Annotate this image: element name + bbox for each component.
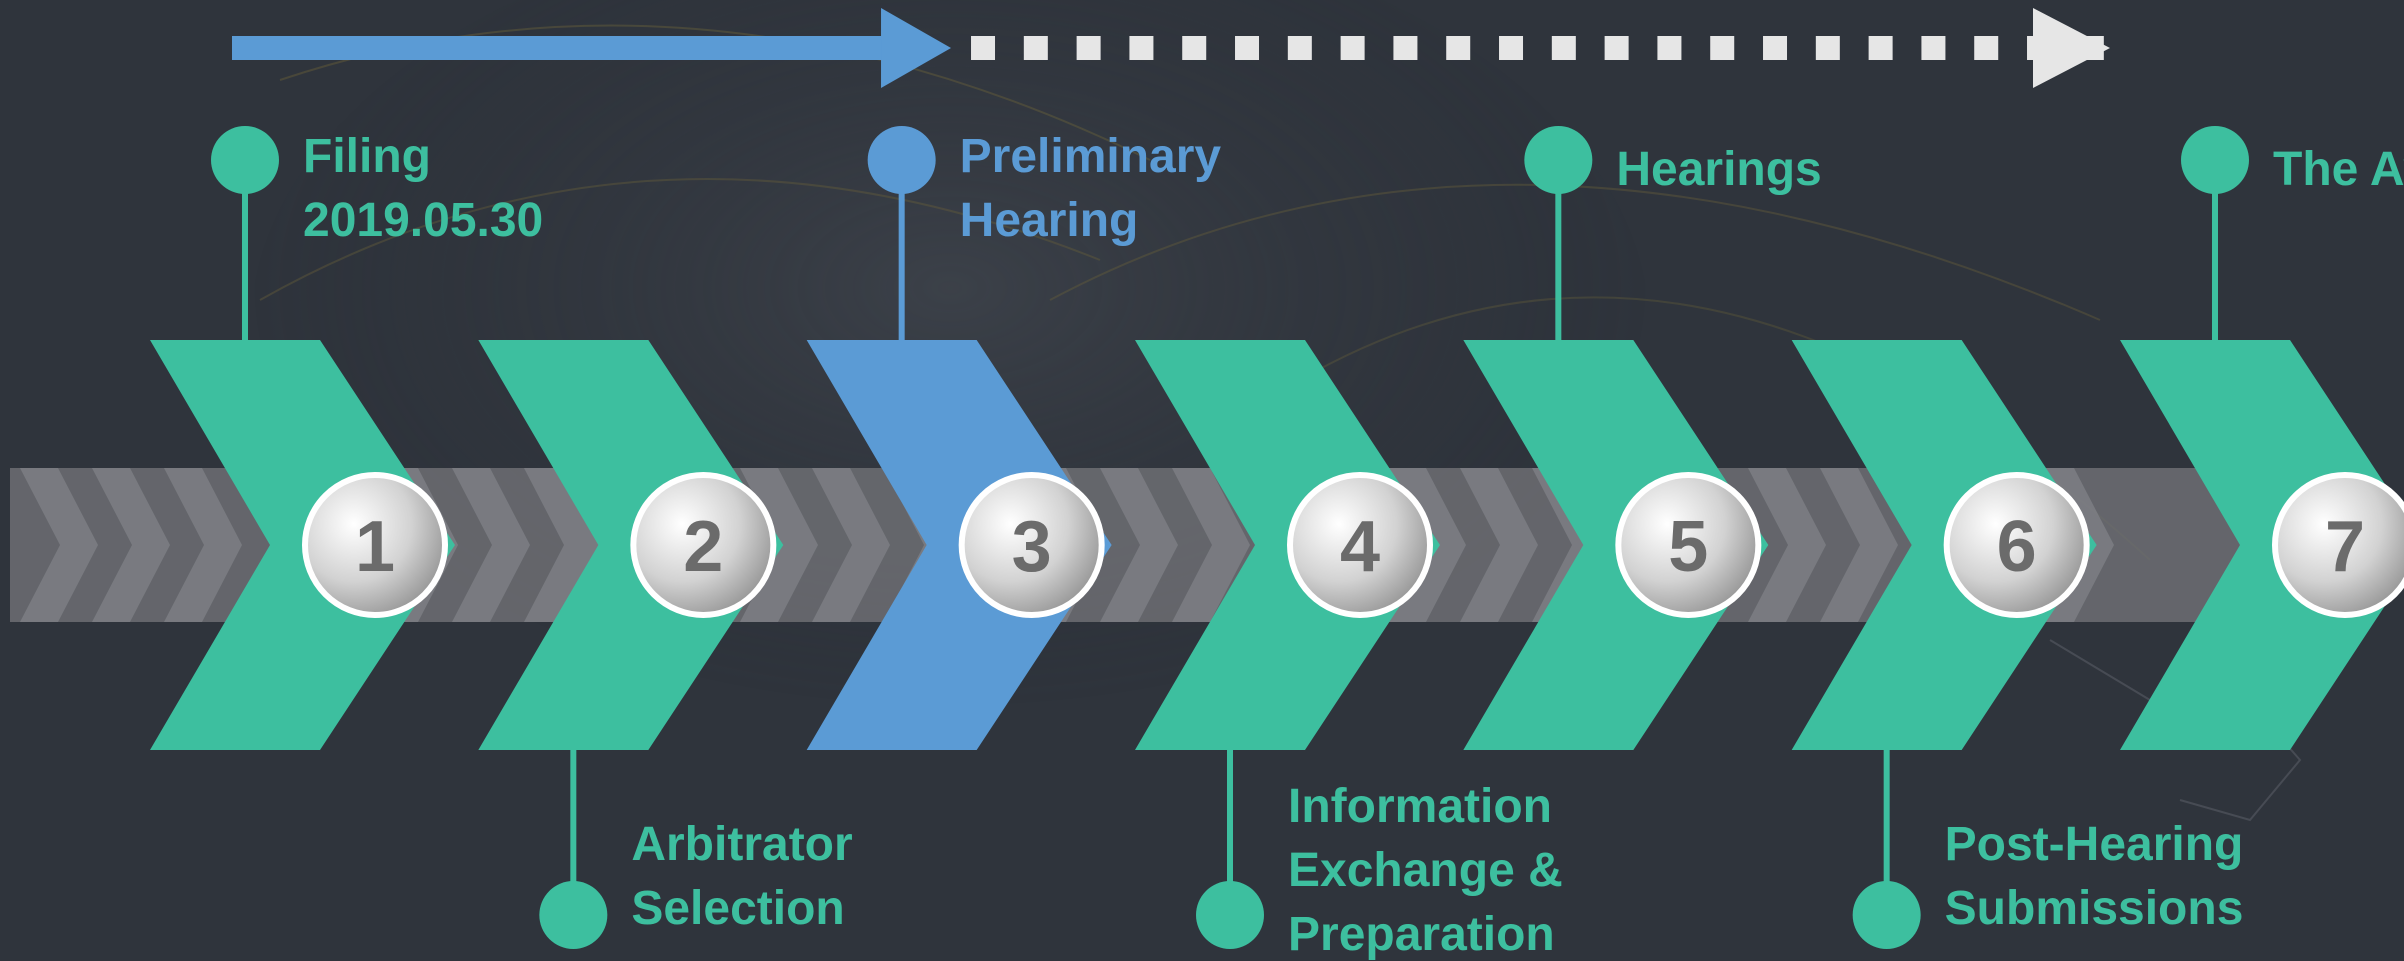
step-4: 4 Information Exchange & Preparation	[1135, 340, 1576, 961]
step-number: 5	[1668, 507, 1708, 587]
step-number-circle	[302, 472, 448, 618]
step-label-line: The Award	[2273, 143, 2404, 196]
progress-dot	[1076, 36, 1101, 60]
step-number: 7	[2325, 507, 2365, 587]
step-label-line: Arbitrator	[631, 818, 852, 871]
step-1: 1 Filing 2019.05.30	[150, 126, 543, 750]
step-marker-dot	[1524, 126, 1593, 194]
step-marker-dot	[1852, 881, 1921, 949]
step-number: 6	[1997, 507, 2037, 587]
track-chevron	[812, 468, 890, 622]
track-chevron	[20, 468, 98, 622]
track-chevron	[740, 468, 818, 622]
progress-completed-arrow	[232, 8, 952, 88]
step-label-line: Submissions	[1945, 882, 2244, 935]
progress-dot	[1499, 36, 1524, 60]
progress-dot	[1868, 36, 1893, 60]
step-number-circle	[1943, 472, 2090, 618]
track-chevron	[2036, 468, 2114, 622]
step-label-line: Exchange &	[1288, 844, 1563, 897]
step-label: Preliminary Hearing	[960, 130, 1235, 247]
step-label-line: Hearing	[960, 194, 1139, 247]
track-chevron	[452, 468, 530, 622]
track-chevron	[524, 468, 602, 622]
step-marker-dot	[1196, 881, 1264, 949]
step-number-circle	[1287, 472, 1433, 618]
track-chevron	[1460, 468, 1538, 622]
step-6: 6 Post-Hearing Submissions	[1791, 340, 2257, 949]
step-chevron	[2120, 340, 2404, 750]
progress-dot	[1129, 36, 1154, 60]
step-number: 2	[683, 507, 723, 587]
step-marker-dot	[211, 126, 279, 194]
progress-dot	[1604, 36, 1629, 60]
step-label-line: Selection	[631, 882, 844, 935]
step-number-circle	[1615, 472, 1762, 618]
progress-dot	[1340, 36, 1365, 60]
progress-completed-bar	[232, 36, 887, 60]
step-label: The Award	[2273, 143, 2404, 196]
progress-dot	[1974, 36, 1999, 60]
track-arrow	[10, 390, 2385, 700]
progress-dot	[1182, 36, 1207, 60]
track-chevron	[1748, 468, 1826, 622]
step-label-line: Preliminary	[960, 130, 1222, 183]
progress-dot	[1287, 36, 1312, 60]
progress-dot	[1551, 36, 1576, 60]
step-label-line: Post-Hearing	[1945, 818, 2244, 871]
step-marker-dot	[867, 126, 936, 194]
step-number-circle	[958, 472, 1105, 618]
progress-dot	[1235, 36, 1260, 60]
step-number: 3	[1012, 507, 1052, 587]
step-label: Arbitrator Selection	[631, 818, 866, 935]
step-3: 3 Preliminary Hearing	[806, 126, 1235, 750]
step-number: 1	[355, 507, 395, 587]
track-chevron	[92, 468, 170, 622]
track-chevron	[1388, 468, 1466, 622]
track-chevron	[1172, 468, 1250, 622]
progress-dot	[1446, 36, 1471, 60]
progress-remaining-dots	[971, 36, 2104, 60]
track-chevron	[1100, 468, 1178, 622]
step-label-line: Information	[1288, 780, 1552, 833]
step-label-line: Preparation	[1288, 908, 1555, 961]
progress-dot	[971, 36, 996, 60]
step-number: 4	[1340, 507, 1380, 587]
progress-indicator	[232, 8, 2110, 88]
progress-dot	[1763, 36, 1788, 60]
steps: 1 Filing 2019.05.30 2 Arbitrator Selecti…	[150, 126, 2404, 961]
step-label: Information Exchange & Preparation	[1288, 780, 1576, 961]
step-label-line: Hearings	[1616, 143, 1821, 196]
step-marker-dot	[2181, 126, 2249, 194]
step-5: 5 Hearings	[1463, 126, 1822, 750]
step-7: 7 The Award	[2120, 126, 2404, 750]
progress-dot	[1023, 36, 1048, 60]
step-marker-dot	[539, 881, 608, 949]
progress-dot	[1393, 36, 1418, 60]
progress-end-arrowhead	[2033, 8, 2110, 88]
step-2: 2 Arbitrator Selection	[478, 340, 866, 949]
track-chevron	[1820, 468, 1898, 622]
progress-dot	[1657, 36, 1682, 60]
progress-completed-arrowhead	[881, 8, 952, 88]
progress-dot	[1921, 36, 1946, 60]
step-label: Hearings	[1616, 143, 1821, 196]
step-label-line: 2019.05.30	[303, 194, 543, 247]
step-label: Filing 2019.05.30	[303, 130, 543, 247]
progress-dot	[1815, 36, 1840, 60]
step-number-circle	[2272, 472, 2404, 618]
track-chevron	[164, 468, 242, 622]
progress-dot	[1710, 36, 1735, 60]
step-number-circle	[630, 472, 777, 618]
step-label: Post-Hearing Submissions	[1945, 818, 2257, 935]
step-label-line: Filing	[303, 130, 431, 183]
